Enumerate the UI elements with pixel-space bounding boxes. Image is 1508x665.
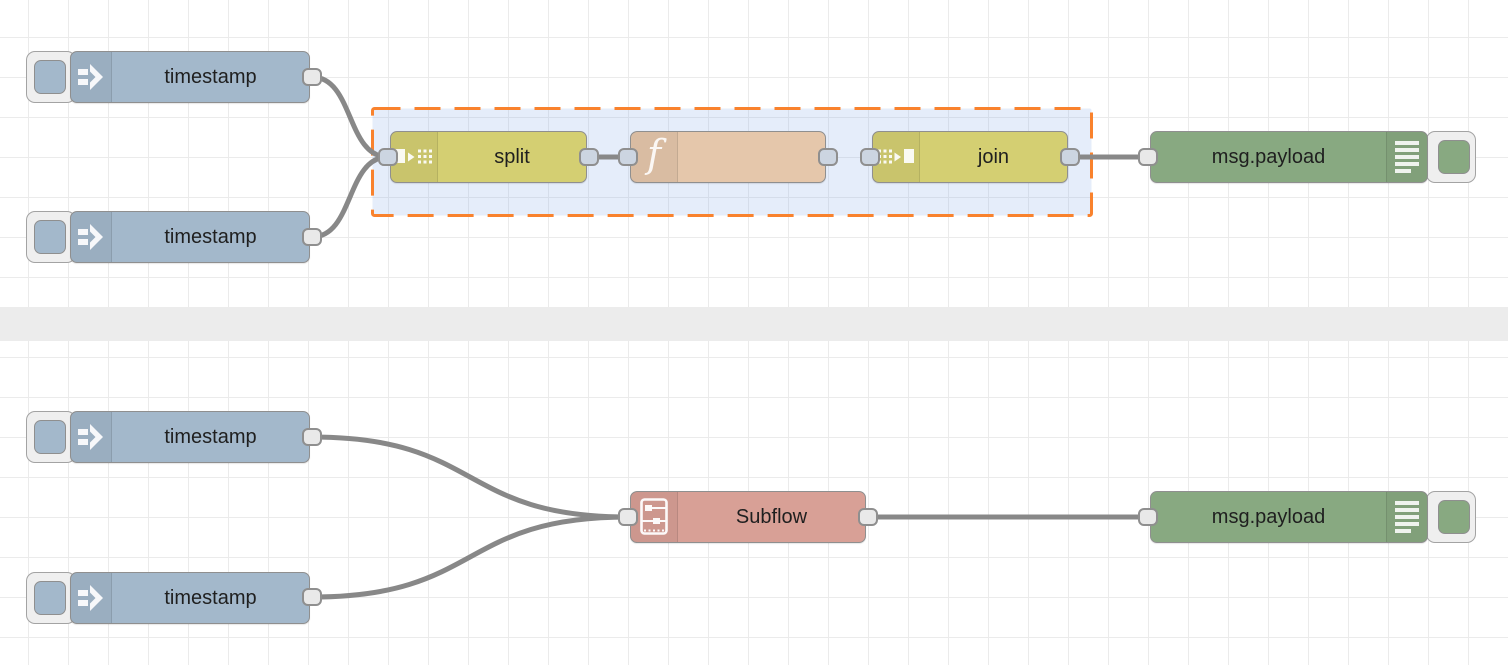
- inject-button[interactable]: [26, 572, 76, 624]
- node-split[interactable]: split: [390, 131, 587, 183]
- section-divider: [0, 307, 1508, 341]
- node-label: timestamp: [164, 425, 257, 448]
- inject-arrow-icon: [71, 52, 112, 102]
- node-label: timestamp: [164, 65, 257, 88]
- node-function[interactable]: f: [630, 131, 826, 183]
- wire-inject1-to-split[interactable]: [309, 74, 391, 160]
- node-inject-3[interactable]: timestamp: [70, 411, 310, 463]
- node-label: [678, 132, 825, 182]
- node-subflow[interactable]: Subflow: [630, 491, 866, 543]
- input-port[interactable]: [618, 148, 638, 166]
- input-port[interactable]: [378, 148, 398, 166]
- debug-icon: [1386, 492, 1427, 542]
- inject-button-pad[interactable]: [34, 581, 66, 615]
- node-label: msg.payload: [1211, 505, 1326, 528]
- debug-toggle-button[interactable]: [1426, 131, 1476, 183]
- node-inject-1[interactable]: timestamp: [70, 51, 310, 103]
- input-port[interactable]: [860, 148, 880, 166]
- input-port[interactable]: [1138, 508, 1158, 526]
- node-label: Subflow: [735, 505, 808, 528]
- inject-button-pad[interactable]: [34, 420, 66, 454]
- debug-toggle-button[interactable]: [1426, 491, 1476, 543]
- output-port[interactable]: [302, 588, 322, 606]
- output-port[interactable]: [1060, 148, 1080, 166]
- inject-arrow-icon: [71, 212, 112, 262]
- node-label: timestamp: [164, 586, 257, 609]
- debug-icon: [1386, 132, 1427, 182]
- output-port[interactable]: [302, 228, 322, 246]
- input-port[interactable]: [1138, 148, 1158, 166]
- join-icon: [873, 132, 920, 182]
- inject-button[interactable]: [26, 211, 76, 263]
- output-port[interactable]: [858, 508, 878, 526]
- node-debug-1[interactable]: msg.payload: [1150, 131, 1428, 183]
- debug-toggle-pad[interactable]: [1438, 500, 1470, 534]
- input-port[interactable]: [618, 508, 638, 526]
- output-port[interactable]: [302, 68, 322, 86]
- split-icon: [391, 132, 438, 182]
- node-label: timestamp: [164, 225, 257, 248]
- node-inject-4[interactable]: timestamp: [70, 572, 310, 624]
- inject-button[interactable]: [26, 411, 76, 463]
- subflow-icon: [631, 492, 678, 542]
- inject-button-pad[interactable]: [34, 220, 66, 254]
- inject-arrow-icon: [71, 412, 112, 462]
- output-port[interactable]: [302, 428, 322, 446]
- node-debug-2[interactable]: msg.payload: [1150, 491, 1428, 543]
- node-label: join: [977, 145, 1010, 168]
- wire-inject3-to-subflow[interactable]: [309, 434, 631, 520]
- node-join[interactable]: join: [872, 131, 1068, 183]
- node-label: split: [494, 145, 530, 168]
- debug-toggle-pad[interactable]: [1438, 140, 1470, 174]
- output-port[interactable]: [818, 148, 838, 166]
- node-inject-2[interactable]: timestamp: [70, 211, 310, 263]
- node-label: msg.payload: [1211, 145, 1326, 168]
- function-icon: f: [631, 132, 678, 182]
- inject-button[interactable]: [26, 51, 76, 103]
- inject-button-pad[interactable]: [34, 60, 66, 94]
- output-port[interactable]: [579, 148, 599, 166]
- inject-arrow-icon: [71, 573, 112, 623]
- wire-inject2-to-split[interactable]: [309, 154, 391, 240]
- wire-inject4-to-subflow[interactable]: [309, 514, 631, 600]
